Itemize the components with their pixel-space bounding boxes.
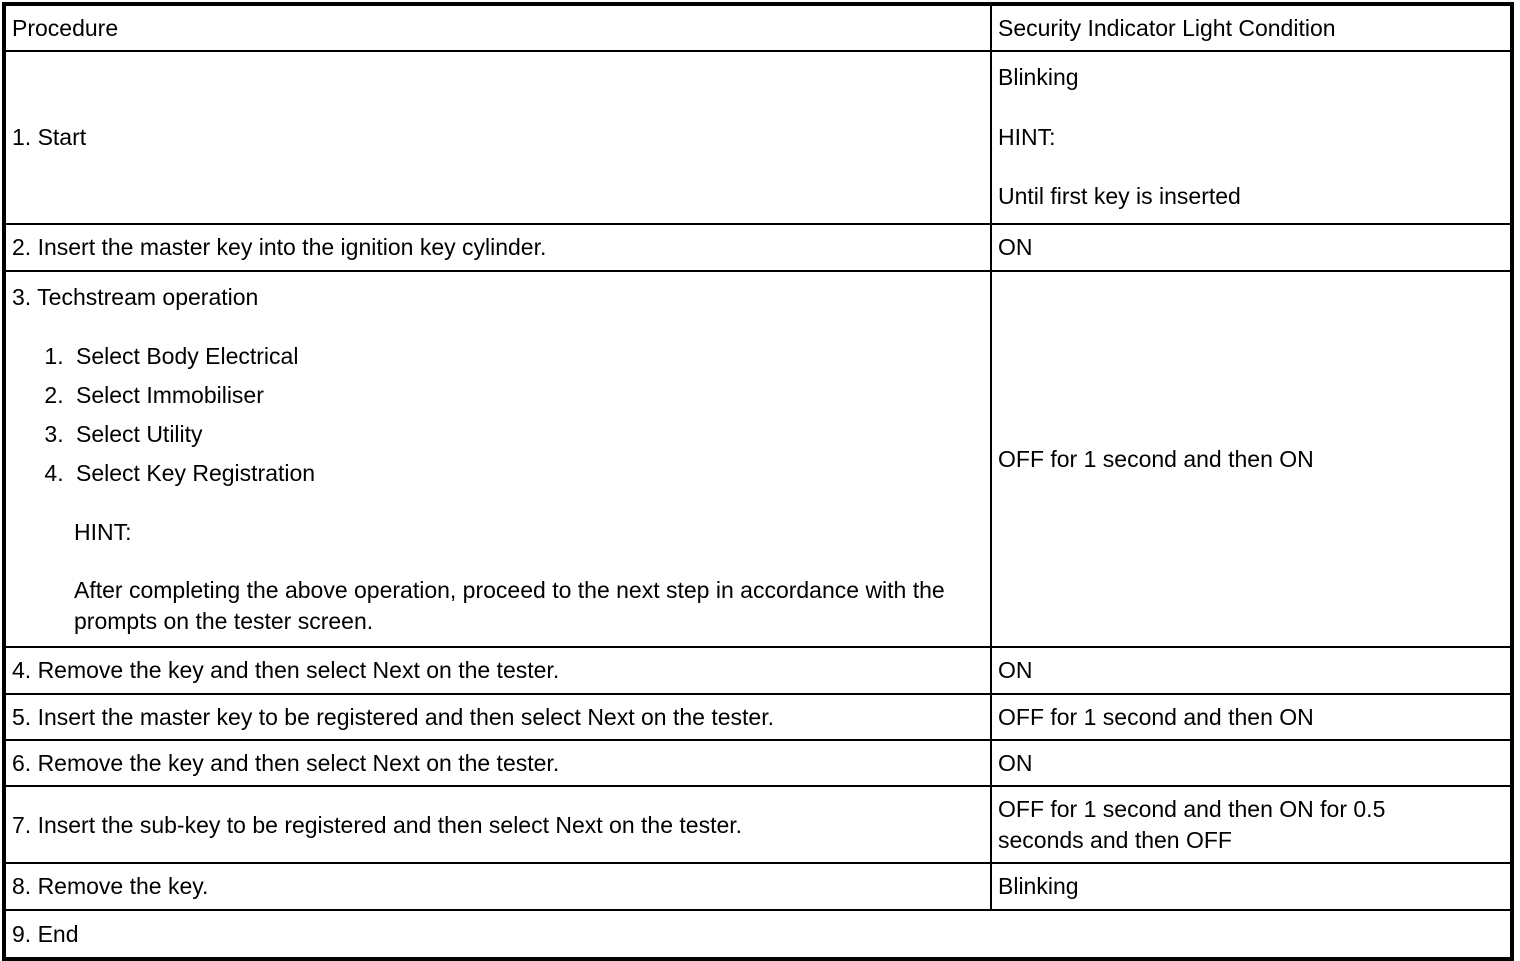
procedure-text-9: 9. End <box>12 920 79 947</box>
procedure-heading-3: 3. Techstream operation <box>12 283 259 310</box>
sub-step-3: Select Utility <box>70 420 984 450</box>
procedure-cell-9: 9. End <box>3 908 1513 961</box>
table-header: Procedure Security Indicator Light Condi… <box>3 2 1513 53</box>
sub-step-4: Select Key Registration <box>70 459 984 489</box>
condition-text-6: ON <box>998 749 1033 776</box>
table-row: 2. Insert the master key into the igniti… <box>3 223 1513 272</box>
column-header-condition: Security Indicator Light Condition <box>990 2 1513 53</box>
procedure-cell-8: 8. Remove the key. <box>3 862 992 911</box>
condition-line-hint-label: HINT: <box>998 123 1056 150</box>
table-row: 3. Techstream operation Select Body Elec… <box>3 269 1513 649</box>
table-row: 6. Remove the key and then select Next o… <box>3 738 1513 788</box>
procedure-cell-2: 2. Insert the master key into the igniti… <box>3 223 992 272</box>
condition-text-4: ON <box>998 657 1033 684</box>
hint-text-3: After completing the above operation, pr… <box>74 577 945 634</box>
procedure-cell-1: 1. Start <box>3 50 992 226</box>
techstream-sub-steps: Select Body Electrical Select Immobilise… <box>12 342 984 489</box>
table-row: 4. Remove the key and then select Next o… <box>3 646 1513 695</box>
sub-step-1: Select Body Electrical <box>70 342 984 372</box>
procedure-cell-5: 5. Insert the master key to be registere… <box>3 692 992 741</box>
table-row: 9. End <box>3 908 1513 961</box>
procedure-text-7: 7. Insert the sub-key to be registered a… <box>12 811 743 838</box>
procedure-text-2: 2. Insert the master key into the igniti… <box>12 234 547 261</box>
condition-text-5: OFF for 1 second and then ON <box>998 703 1314 730</box>
condition-cell-1: Blinking HINT: Until first key is insert… <box>990 50 1513 226</box>
condition-cell-5: OFF for 1 second and then ON <box>990 692 1513 741</box>
condition-cell-3: OFF for 1 second and then ON <box>990 269 1513 649</box>
procedure-text-5: 5. Insert the master key to be registere… <box>12 703 774 730</box>
header-row: Procedure Security Indicator Light Condi… <box>3 2 1513 53</box>
condition-cell-7: OFF for 1 second and then ON for 0.5 sec… <box>990 785 1513 865</box>
condition-text-3: OFF for 1 second and then ON <box>998 445 1314 472</box>
sub-step-2: Select Immobiliser <box>70 381 984 411</box>
table-row: 8. Remove the key. Blinking <box>3 862 1513 911</box>
procedure-cell-4: 4. Remove the key and then select Next o… <box>3 646 992 695</box>
column-header-procedure: Procedure <box>3 2 992 53</box>
condition-text-2: ON <box>998 234 1033 261</box>
condition-cell-6: ON <box>990 738 1513 788</box>
procedure-text-1: 1. Start <box>12 123 87 150</box>
table-row: 7. Insert the sub-key to be registered a… <box>3 785 1513 865</box>
condition-text-8: Blinking <box>998 873 1079 900</box>
table-row: 5. Insert the master key to be registere… <box>3 692 1513 741</box>
hint-label-3: HINT: <box>74 518 132 545</box>
procedure-text-4: 4. Remove the key and then select Next o… <box>12 657 560 684</box>
condition-cell-2: ON <box>990 223 1513 272</box>
procedure-text-6: 6. Remove the key and then select Next o… <box>12 749 560 776</box>
procedure-cell-3: 3. Techstream operation Select Body Elec… <box>3 269 992 649</box>
table-body: 1. Start Blinking HINT: Until first key … <box>3 50 1513 961</box>
procedure-text-8: 8. Remove the key. <box>12 873 209 900</box>
condition-line-blinking: Blinking <box>998 64 1079 91</box>
condition-text-7: OFF for 1 second and then ON for 0.5 sec… <box>998 796 1386 853</box>
table-row: 1. Start Blinking HINT: Until first key … <box>3 50 1513 226</box>
procedure-cell-7: 7. Insert the sub-key to be registered a… <box>3 785 992 865</box>
techstream-hint: HINT: After completing the above operati… <box>74 517 984 637</box>
procedure-cell-6: 6. Remove the key and then select Next o… <box>3 738 992 788</box>
condition-cell-4: ON <box>990 646 1513 695</box>
condition-line-hint-text: Until first key is inserted <box>998 183 1241 210</box>
condition-cell-8: Blinking <box>990 862 1513 911</box>
